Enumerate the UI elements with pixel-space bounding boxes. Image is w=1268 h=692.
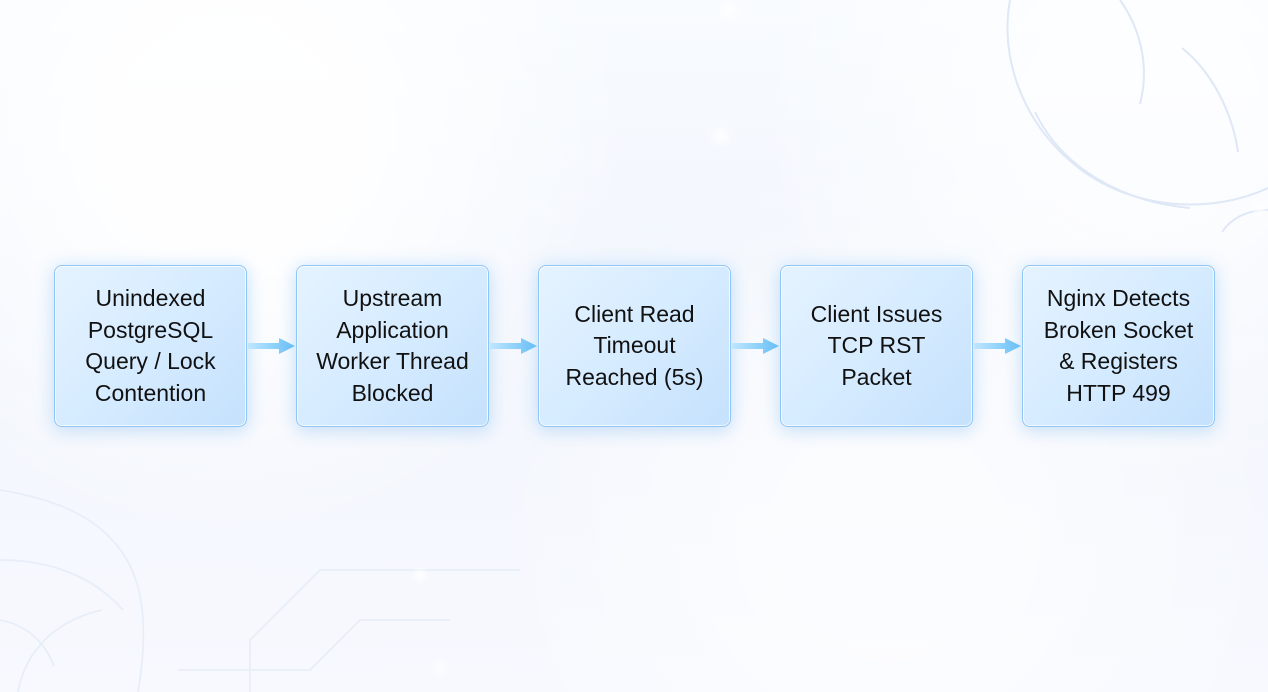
step-2-box: Upstream Application Worker Thread Block…	[296, 265, 489, 427]
arrow-4-icon	[974, 336, 1022, 356]
bottom-left-circuit-decoration	[0, 489, 520, 692]
top-right-circuit-decoration	[1006, 0, 1268, 233]
step-3-box: Client Read Timeout Reached (5s)	[538, 265, 731, 427]
step-5-label: Nginx Detects Broken Socket & Registers …	[1043, 285, 1194, 406]
step-1-box: Unindexed PostgreSQL Query / Lock Conten…	[54, 265, 247, 427]
step-4-box: Client Issues TCP RST Packet	[780, 265, 973, 427]
step-5-box: Nginx Detects Broken Socket & Registers …	[1022, 265, 1215, 427]
arrow-3-icon	[732, 336, 780, 356]
step-3-label: Client Read Timeout Reached (5s)	[565, 300, 704, 390]
step-2-label: Upstream Application Worker Thread Block…	[316, 285, 469, 406]
arrow-1-icon	[248, 336, 296, 356]
step-1-label: Unindexed PostgreSQL Query / Lock Conten…	[85, 285, 216, 406]
step-4-label: Client Issues TCP RST Packet	[810, 300, 943, 390]
arrow-2-icon	[490, 336, 538, 356]
process-flow: Unindexed PostgreSQL Query / Lock Conten…	[54, 265, 1216, 427]
